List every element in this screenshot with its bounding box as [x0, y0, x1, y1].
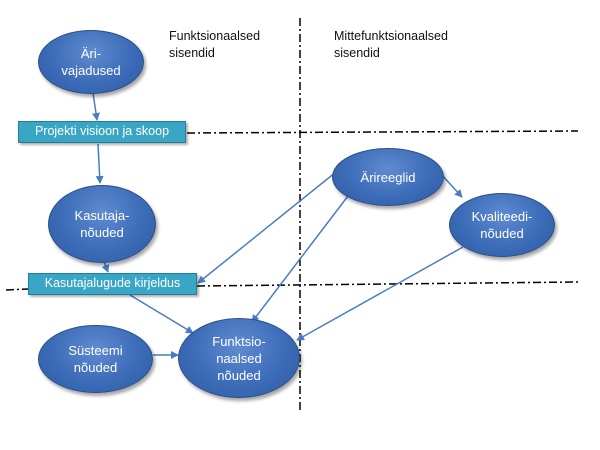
arrow-visioon-to-kasutaja: [95, 143, 104, 184]
arrow-ari-to-visioon: [92, 92, 100, 121]
arrow-arireeglid-to-kvaliteedi: [440, 173, 463, 198]
arrow-arireeglid-to-kirjeldus: [197, 171, 337, 284]
node-funktsionaalsed-nouded: Funktsio- naalsed nõuded: [178, 318, 300, 398]
node-funktsionaalsed-nouded-line1: Funktsio-: [212, 333, 266, 349]
arrow-kvaliteedi-to-funktsio: [296, 246, 464, 341]
nonfunctional-inputs-line1: Mittefunktsionaalsed: [334, 29, 448, 43]
functional-inputs-line2: sisendid: [169, 46, 215, 60]
functional-inputs-header: Funktsionaalsed sisendid: [169, 28, 260, 62]
node-arireeglid: Ärireeglid: [332, 148, 444, 206]
node-kvaliteedinoued-line1: Kvaliteedi-: [471, 209, 533, 224]
node-arireeglid-label: Ärireeglid: [360, 169, 416, 185]
node-kvaliteedinoued-line2: nõuded: [480, 226, 524, 241]
node-kasutaja-nouded-line1: Kasutaja-: [74, 208, 130, 223]
node-ari-vajadused-line2: vajadused: [61, 63, 121, 78]
node-susteemi-nouded-line2: nõuded: [73, 360, 118, 375]
node-kvaliteedinoued: Kvaliteedi- nõuded: [449, 193, 555, 257]
box-kasutajalugude-kirjeldus: Kasutajalugude kirjeldus: [28, 273, 197, 295]
box-projekti-visioon: Projekti visioon ja skoop: [18, 121, 186, 143]
horizontal-divider-top: [186, 130, 579, 134]
node-kasutaja-nouded: Kasutaja- nõuded: [48, 185, 156, 263]
functional-inputs-line1: Funktsionaalsed: [169, 29, 261, 43]
nonfunctional-inputs-header: Mittefunktsionaalsed sisendid: [334, 28, 448, 62]
node-susteemi-nouded-line1: Süsteemi: [68, 343, 123, 358]
arrow-kasutaja-to-kirjeldus: [101, 261, 110, 273]
node-kasutaja-nouded-line2: nõuded: [80, 225, 124, 240]
node-funktsionaalsed-nouded-line3: nõuded: [217, 367, 261, 383]
node-susteemi-nouded: Süsteemi nõuded: [38, 325, 153, 393]
nonfunctional-inputs-line2: sisendid: [334, 46, 380, 60]
arrow-kirjeldus-to-funktsio: [129, 294, 194, 334]
arrow-arireeglid-to-funktsio: [251, 195, 349, 323]
node-ari-vajadused-line1: Äri-: [80, 46, 102, 61]
horizontal-divider-right: [196, 281, 579, 287]
node-ari-vajadused: Äri- vajadused: [38, 30, 144, 94]
node-funktsionaalsed-nouded-line2: naalsed: [216, 350, 262, 366]
horizontal-divider-left: [5, 288, 29, 291]
